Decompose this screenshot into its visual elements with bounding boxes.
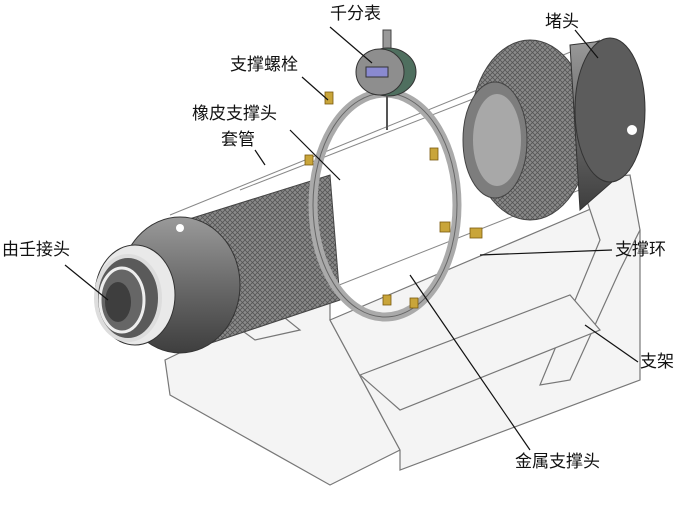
leader-lines [64,26,639,451]
label-rubber-support-head: 橡皮支撑头 [192,104,277,124]
label-support-ring: 支撑环 [615,240,666,260]
label-casing: 套管 [221,130,255,150]
support-bolts [304,91,483,309]
label-end-plug: 堵头 [545,12,579,32]
label-union-joint: 由壬接头 [2,240,70,260]
end-plug [462,37,646,221]
label-stand: 支架 [640,352,674,372]
label-dial-gauge: 千分表 [330,4,381,24]
union-joint-assembly [94,174,341,354]
stand [164,174,641,486]
label-support-bolt: 支撑螺栓 [230,55,298,75]
dial-gauge [355,29,417,130]
label-metal-support-head: 金属支撑头 [515,452,600,472]
